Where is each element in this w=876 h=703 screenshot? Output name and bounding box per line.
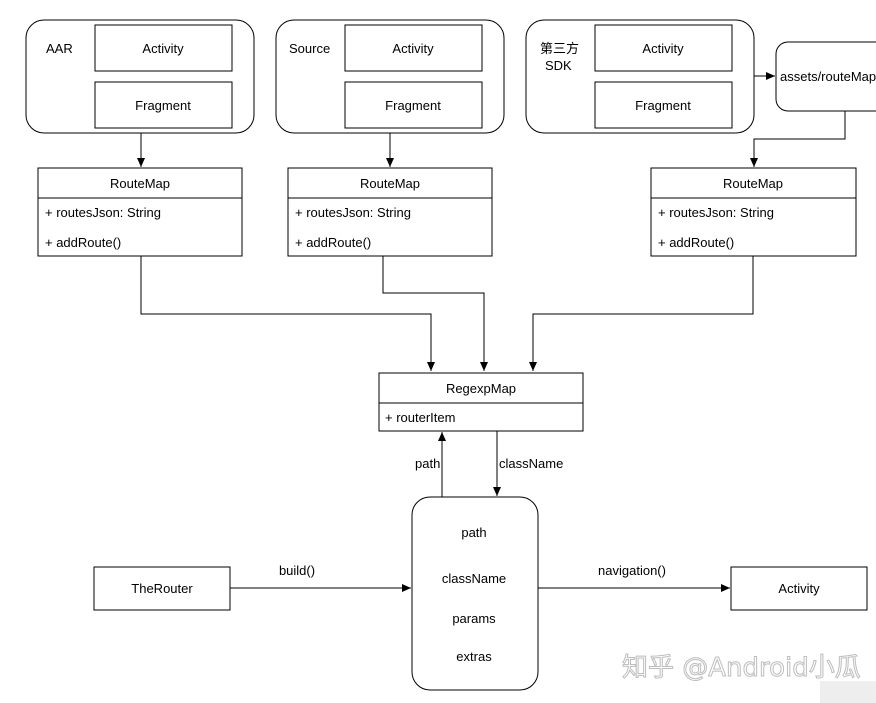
request-params: params <box>452 611 496 626</box>
routemap-title: RouteMap <box>110 176 170 191</box>
aar-fragment-box <box>94 81 233 129</box>
request-node: path className params extras <box>411 496 539 691</box>
navigation-edge-label: navigation() <box>598 563 666 578</box>
classname-edge-label: className <box>499 456 563 471</box>
aar-module: AAR Activity Fragment <box>25 19 255 134</box>
request-extras: extras <box>456 649 492 664</box>
routemap-field: + routesJson: String <box>295 205 411 220</box>
therouter-node: TheRouter <box>93 566 231 611</box>
watermark-corner <box>820 681 876 703</box>
routemap-class-1: RouteMap + routesJson: String + addRoute… <box>37 167 243 257</box>
routemap-method: + addRoute() <box>295 235 371 250</box>
routemap-method: + addRoute() <box>658 235 734 250</box>
source-activity-box <box>344 24 483 72</box>
build-edge-label: build() <box>279 563 315 578</box>
regexpmap-class: RegexpMap + routerItem <box>378 372 584 432</box>
source-module: Source Activity Fragment <box>275 19 505 134</box>
sdk-activity-label: Activity <box>642 41 684 56</box>
sdk-module: 第三方 SDK Activity Fragment <box>525 19 755 134</box>
routemap1-to-regexp-arrow <box>140 256 435 371</box>
request-classname: className <box>442 571 506 586</box>
routemap-title: RouteMap <box>360 176 420 191</box>
sdk-label-line1: 第三方 <box>540 41 579 56</box>
routemap-class-3: RouteMap + routesJson: String + addRoute… <box>650 167 857 257</box>
routemap-method: + addRoute() <box>45 235 121 250</box>
assets-to-routemap-arrow <box>750 111 846 167</box>
assets-routemap-label: assets/routeMap <box>780 69 876 84</box>
sdk-fragment-label: Fragment <box>635 98 691 113</box>
routemap2-to-regexp-arrow <box>382 256 488 371</box>
path-edge-label: path <box>415 456 440 471</box>
aar-fragment-label: Fragment <box>135 98 191 113</box>
therouter-label: TheRouter <box>131 581 193 596</box>
routemap3-to-regexp-arrow <box>529 256 754 371</box>
aar-activity-label: Activity <box>142 41 184 56</box>
watermark-text: 知乎 @Android小瓜 <box>622 653 861 683</box>
sdk-label-line2: SDK <box>545 58 572 73</box>
source-activity-label: Activity <box>392 41 434 56</box>
source-fragment-label: Fragment <box>385 98 441 113</box>
activity-target-node: Activity <box>730 566 868 611</box>
source-label: Source <box>289 41 330 56</box>
sdk-fragment-box <box>594 81 733 129</box>
aar-activity-box <box>94 24 233 72</box>
regexpmap-title: RegexpMap <box>446 381 516 396</box>
aar-label: AAR <box>46 41 73 56</box>
activity-target-label: Activity <box>778 581 820 596</box>
routemap-field: + routesJson: String <box>45 205 161 220</box>
routemap-field: + routesJson: String <box>658 205 774 220</box>
routemap-class-2: RouteMap + routesJson: String + addRoute… <box>287 167 493 257</box>
request-path: path <box>461 525 486 540</box>
regexpmap-field: + routerItem <box>385 410 455 425</box>
source-fragment-box <box>344 81 483 129</box>
assets-routemap-node: assets/routeMap <box>775 41 876 112</box>
sdk-activity-box <box>594 24 733 72</box>
routemap-title: RouteMap <box>723 176 783 191</box>
